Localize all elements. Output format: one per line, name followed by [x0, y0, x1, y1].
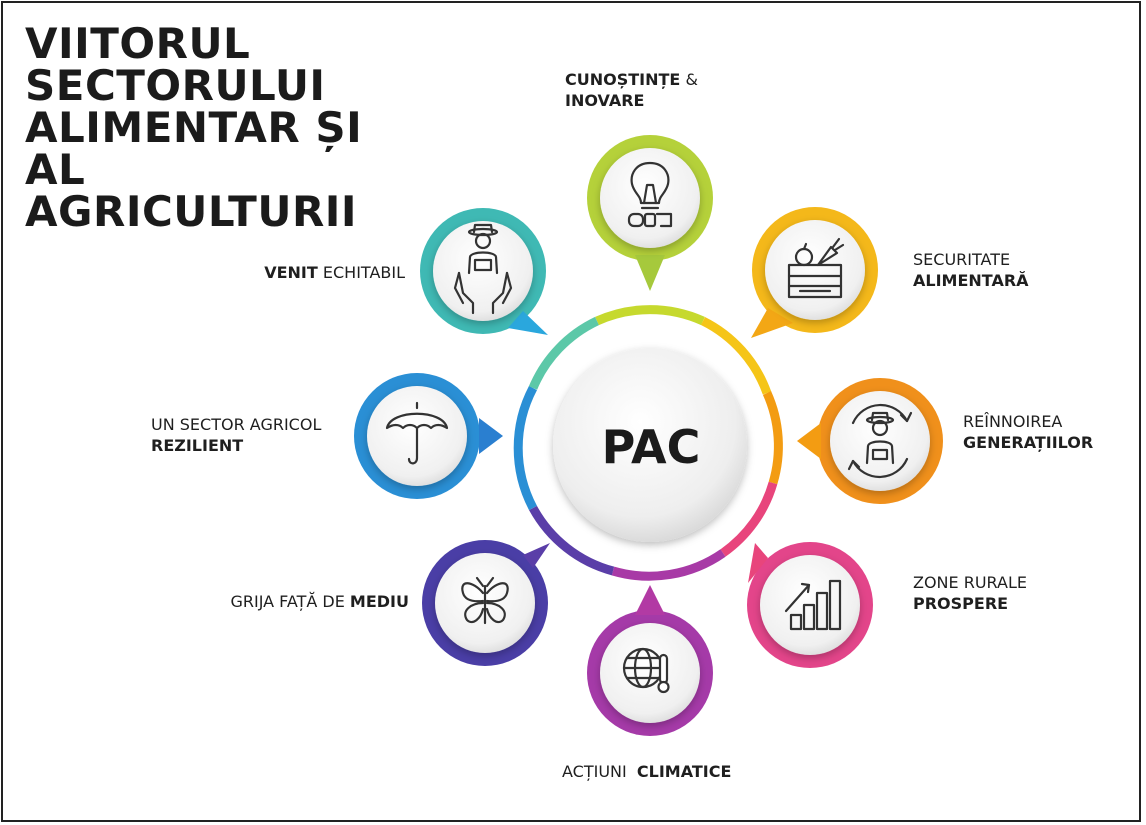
farmer-renewal-icon	[847, 403, 913, 479]
label-bold: PROSPERE	[913, 594, 1009, 613]
label-normal: GRIJA FAȚĂ DE	[230, 592, 345, 611]
label-resilient-sector: UN SECTOR AGRICOL REZILIENT	[151, 414, 321, 456]
label-food-security: SECURITATE ALIMENTARĂ	[913, 249, 1029, 291]
label-normal: UN SECTOR AGRICOL	[151, 415, 322, 434]
ring-segment	[700, 316, 772, 395]
label-bold: CLIMATICE	[636, 762, 732, 781]
title-line: AL	[25, 145, 86, 194]
ring-segment	[513, 385, 537, 511]
title-line: ALIMENTAR ȘI	[25, 103, 363, 152]
umbrella-icon	[385, 401, 449, 465]
produce-crate-icon	[787, 237, 845, 299]
label-bold: VENIT	[264, 263, 318, 282]
node-fair-income	[420, 208, 548, 335]
label-normal: ECHITABIL	[322, 263, 405, 282]
ring-segment	[595, 305, 705, 326]
ring-segment	[611, 549, 726, 581]
node-generational-renewal	[797, 378, 943, 504]
center-disc	[553, 348, 747, 542]
label-bold: CUNOȘTINȚE	[565, 70, 681, 89]
label-bold: MEDIU	[349, 592, 409, 611]
lightbulb-icon	[627, 161, 673, 228]
label-rural-areas: ZONE RURALE PROSPERE	[913, 572, 1027, 614]
center-label: PAC	[601, 420, 701, 474]
ring-segment	[529, 505, 615, 576]
label-normal: ACȚIUNI	[562, 762, 627, 781]
node-environment	[422, 540, 550, 666]
butterfly-leaf-icon	[461, 576, 509, 625]
label-environment: GRIJA FAȚĂ DE MEDIU	[173, 591, 409, 612]
center-ring	[513, 305, 783, 581]
ring-segment	[720, 481, 778, 557]
label-generational-renewal: REÎNNOIREA GENERAȚIILOR	[963, 411, 1093, 453]
title-line: VIITORUL	[25, 19, 251, 68]
title-line: AGRICULTURII	[25, 187, 358, 236]
label-fair-income: VENIT ECHITABIL	[203, 262, 405, 283]
label-normal: REÎNNOIREA	[963, 412, 1063, 431]
node-food-security	[751, 207, 878, 338]
ring-segment	[762, 391, 783, 485]
node-knowledge	[587, 135, 713, 291]
label-normal: SECURITATE	[913, 250, 1011, 269]
label-knowledge: CUNOȘTINȚE & INOVARE	[565, 69, 698, 111]
pac-diagram	[354, 135, 943, 736]
label-normal: &	[685, 70, 698, 89]
node-resilient-sector	[354, 373, 503, 499]
node-rural-areas	[747, 542, 873, 668]
label-bold: INOVARE	[565, 91, 645, 110]
label-climate-action: ACȚIUNI CLIMATICE	[562, 761, 731, 782]
title-line: SECTORULUI	[25, 61, 326, 110]
label-bold: ALIMENTARĂ	[913, 271, 1029, 290]
node-climate-action	[587, 585, 713, 736]
farmer-hands-icon	[453, 223, 513, 315]
growth-chart-icon	[784, 579, 842, 631]
page-title: VIITORUL SECTORULUI ALIMENTAR ȘI AL AGRI…	[25, 23, 362, 233]
label-bold: REZILIENT	[151, 436, 244, 455]
ring-segment	[528, 316, 599, 390]
label-normal: ZONE RURALE	[913, 573, 1027, 592]
label-bold: GENERAȚIILOR	[963, 433, 1094, 452]
globe-thermometer-icon	[622, 647, 670, 694]
